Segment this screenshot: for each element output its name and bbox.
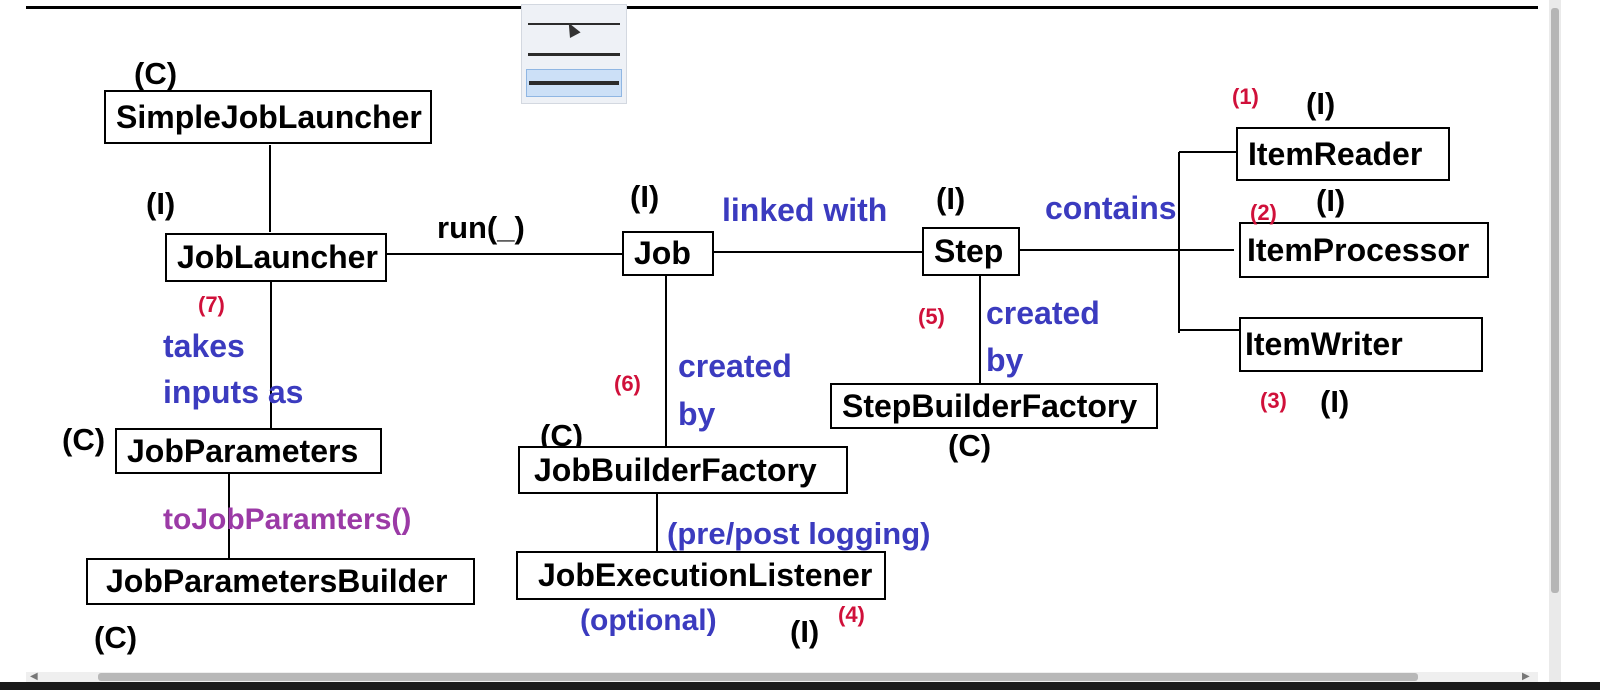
horizontal-scroll-thumb[interactable] — [98, 673, 1418, 681]
line-style-thin[interactable] — [526, 9, 622, 37]
horizontal-scrollbar[interactable]: ◀ ▶ — [26, 671, 1538, 682]
itemprocessor-type-tag: (I) — [1316, 183, 1346, 218]
marker-3: (3) — [1260, 388, 1287, 413]
itemprocessor-label: ItemProcessor — [1247, 231, 1470, 268]
joblauncher-type-tag: (I) — [146, 186, 176, 221]
step-box[interactable]: Step — [922, 227, 1020, 276]
tojobparamters-label: toJobParamters() — [163, 503, 412, 536]
jobparameters-box[interactable]: JobParameters — [115, 428, 382, 474]
jobbuilderfactory-label: JobBuilderFactory — [534, 451, 817, 488]
inputs-as-label: inputs as — [163, 374, 304, 410]
itemwriter-box[interactable]: ItemWriter — [1239, 317, 1483, 372]
linked-with-label: linked with — [722, 192, 888, 228]
jobbuilderfactory-type-tag: (C) — [540, 418, 584, 453]
itemreader-type-tag: (I) — [1306, 86, 1336, 121]
marker-5: (5) — [918, 304, 945, 329]
step-type-tag: (I) — [936, 181, 966, 216]
jobexecutionlistener-box[interactable]: JobExecutionListener — [516, 551, 886, 600]
marker-7: (7) — [198, 292, 225, 317]
line-style-medium[interactable] — [526, 39, 622, 67]
taskbar-strip — [0, 682, 1600, 690]
joblauncher-label: JobLauncher — [177, 239, 378, 275]
run-label: run(_) — [437, 210, 525, 245]
step-created-label: created — [986, 295, 1100, 331]
contains-label: contains — [1045, 190, 1177, 226]
stepbuilderfactory-type-tag: (C) — [948, 428, 992, 463]
marker-4: (4) — [838, 602, 865, 627]
vertical-scrollbar[interactable] — [1549, 0, 1561, 690]
itemreader-box[interactable]: ItemReader — [1236, 127, 1450, 181]
stepbuilderfactory-label: StepBuilderFactory — [842, 387, 1138, 424]
takes-label: takes — [163, 328, 245, 364]
job-created-label: created — [678, 348, 792, 384]
job-box[interactable]: Job — [622, 231, 714, 276]
jobexecutionlistener-type-tag: (I) — [790, 614, 820, 649]
job-by-label: by — [678, 396, 716, 432]
jobparameters-label: JobParameters — [127, 432, 359, 469]
joblauncher-box[interactable]: JobLauncher — [165, 233, 387, 282]
job-type-tag: (I) — [630, 179, 660, 214]
itemwriter-label: ItemWriter — [1245, 326, 1403, 362]
simplejoblauncher-type-tag: (C) — [134, 56, 178, 91]
stepbuilderfactory-box[interactable]: StepBuilderFactory — [830, 383, 1158, 429]
step-label: Step — [934, 233, 1004, 269]
itemreader-label: ItemReader — [1248, 135, 1423, 172]
pre-post-logging-label: (pre/post logging) — [667, 516, 931, 551]
line-style-picker[interactable] — [521, 4, 627, 104]
job-label: Job — [634, 235, 691, 271]
scroll-right-icon[interactable]: ▶ — [1522, 671, 1530, 682]
simplejoblauncher-label: SimpleJobLauncher — [116, 98, 422, 135]
marker-1: (1) — [1232, 84, 1259, 109]
itemprocessor-box[interactable]: ItemProcessor — [1239, 222, 1489, 278]
itemwriter-type-tag: (I) — [1320, 384, 1350, 419]
optional-label: (optional) — [580, 604, 717, 637]
marker-2: (2) — [1250, 200, 1277, 225]
jobexecutionlistener-label: JobExecutionListener — [538, 557, 873, 593]
jobparameters-type-tag: (C) — [62, 422, 106, 457]
jobbuilderfactory-box[interactable]: JobBuilderFactory — [518, 446, 848, 494]
jobparametersbuilder-type-tag: (C) — [94, 620, 138, 655]
step-by-label: by — [986, 342, 1024, 378]
simplejoblauncher-box[interactable]: SimpleJobLauncher — [104, 90, 432, 144]
jobparametersbuilder-box[interactable]: JobParametersBuilder — [86, 558, 475, 605]
vertical-scroll-thumb[interactable] — [1551, 8, 1559, 593]
line-style-thick[interactable] — [526, 69, 622, 97]
marker-6: (6) — [614, 371, 641, 396]
jobparametersbuilder-label: JobParametersBuilder — [106, 563, 448, 599]
scroll-left-icon[interactable]: ◀ — [30, 671, 38, 682]
